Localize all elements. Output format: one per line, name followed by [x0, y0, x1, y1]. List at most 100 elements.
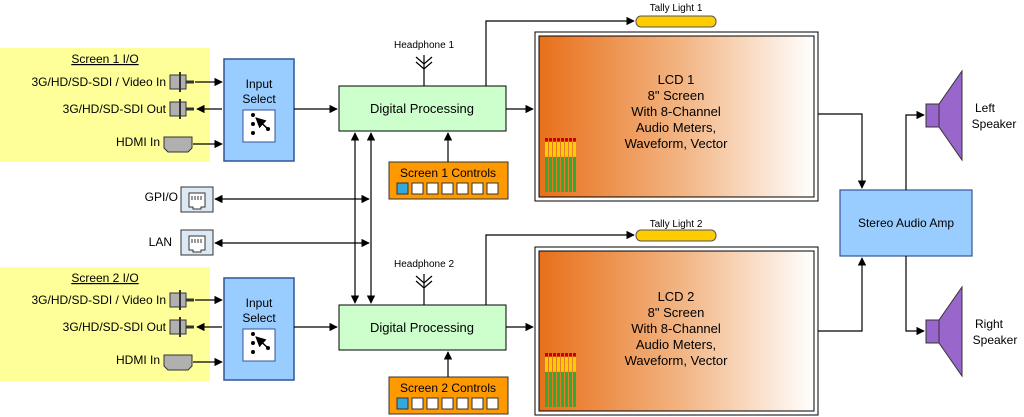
meter-segment: [573, 353, 576, 357]
screen2-sdi-out-connector-icon: [169, 317, 194, 337]
lcd2-line-4: Audio Meters,: [636, 337, 716, 352]
left-speaker-label-1: Left: [975, 101, 996, 115]
lcd2-line-1: LCD 2: [658, 289, 695, 304]
lan-label: LAN: [149, 235, 172, 249]
left-speaker-icon: [925, 69, 963, 162]
screen1-digital-processing-box: [338, 85, 507, 132]
screen1-hdmi-in-label: HDMI In: [116, 135, 160, 149]
screen2-digital-processing-box: [338, 304, 507, 351]
screen1-sdi-in-label: 3G/HD/SD-SDI / Video In: [32, 75, 167, 89]
meter-segment: [569, 371, 572, 407]
screen2-sdi-in-label: 3G/HD/SD-SDI / Video In: [32, 293, 167, 307]
screen1-digital-processing-label: Digital Processing: [370, 101, 474, 116]
meter-segment: [545, 156, 548, 192]
headphone-1-icon: [415, 55, 433, 86]
meter-segment: [549, 353, 552, 357]
screen2-sdi-out-label: 3G/HD/SD-SDI Out: [63, 320, 167, 334]
meter-segment: [553, 156, 556, 192]
meter-segment: [561, 356, 564, 372]
lcd2-line-2: 8" Screen: [648, 305, 705, 320]
lcd1-line-4: Audio Meters,: [636, 120, 716, 135]
meter-segment: [545, 138, 548, 142]
control-button: [441, 182, 454, 195]
meter-segment: [569, 156, 572, 192]
screen1-sdi-out-connector-icon: [169, 99, 194, 119]
control-button: [456, 182, 469, 195]
lcd1-screen: [538, 35, 815, 198]
screen2-digital-processing-label: Digital Processing: [370, 320, 474, 335]
meter-segment: [565, 353, 568, 357]
switch-icon: [251, 113, 270, 135]
control-button: [396, 397, 409, 410]
meter-segment: [553, 141, 556, 157]
screen2-hdmi-connector-icon: [163, 354, 193, 371]
meter-segment: [557, 141, 560, 157]
lcd1-line-5: Waveform, Vector: [625, 136, 728, 151]
screen1-tally-label: Tally Light 1: [650, 3, 703, 14]
tally-light-1: [635, 15, 717, 28]
meter-segment: [553, 371, 556, 407]
meter-segment: [557, 138, 560, 142]
meter-segment: [557, 371, 560, 407]
control-button: [471, 397, 484, 410]
lcd1-audio-meters: [545, 138, 576, 192]
meter-segment: [549, 356, 552, 372]
screen1-controls-panel: Screen 1 Controls: [388, 161, 509, 200]
control-button: [486, 397, 499, 410]
screen1-headphone-label: Headphone 1: [394, 40, 454, 51]
screen2-controls-panel: Screen 2 Controls: [388, 376, 509, 415]
right-speaker-label-2: Speaker: [973, 333, 1018, 347]
screen2-input-select: Input Select: [223, 277, 295, 381]
control-button: [396, 182, 409, 195]
meter-segment: [573, 371, 576, 407]
meter-segment: [545, 353, 548, 357]
lan-port-icon: [180, 229, 214, 256]
control-button: [426, 182, 439, 195]
meter-segment: [569, 138, 572, 142]
meter-segment: [565, 138, 568, 142]
meter-segment: [557, 353, 560, 357]
stereo-audio-amp-label: Stereo Audio Amp: [858, 216, 954, 230]
meter-segment: [569, 141, 572, 157]
switch-icon: [251, 332, 270, 354]
lcd2-screen: [538, 250, 815, 412]
right-speaker-icon: [925, 285, 963, 378]
lcd2-line-5: Waveform, Vector: [625, 353, 728, 368]
screen2-io-group: Screen 2 I/O 3G/HD/SD-SDI / Video In 3G/…: [0, 267, 210, 381]
screen2-io-title: Screen 2 I/O: [71, 271, 138, 285]
screen2-controls-label: Screen 2 Controls: [400, 381, 496, 395]
meter-segment: [549, 371, 552, 407]
screen1-input-select: Input Select: [223, 58, 295, 162]
meter-segment: [549, 141, 552, 157]
meter-segment: [565, 156, 568, 192]
meter-segment: [573, 356, 576, 372]
meter-segment: [545, 356, 548, 372]
screen2-sdi-in-connector-icon: [169, 290, 194, 310]
meter-segment: [557, 356, 560, 372]
meter-segment: [557, 156, 560, 192]
meter-segment: [549, 156, 552, 192]
meter-segment: [565, 356, 568, 372]
lcd1-line-2: 8" Screen: [648, 88, 705, 103]
control-button: [486, 182, 499, 195]
meter-segment: [553, 353, 556, 357]
meter-segment: [565, 141, 568, 157]
meter-segment: [569, 353, 572, 357]
lcd1-line-1: LCD 1: [658, 72, 695, 87]
control-button: [471, 182, 484, 195]
screen1-io-group: Screen 1 I/O 3G/HD/SD-SDI / Video In 3G/…: [0, 48, 210, 162]
left-speaker-label-2: Speaker: [972, 117, 1017, 131]
gpio-label: GPI/O: [145, 190, 178, 204]
screen2-input-select-label-1: Input: [246, 296, 273, 310]
gpio-port-icon: [180, 186, 214, 213]
control-button: [411, 182, 424, 195]
meter-segment: [573, 156, 576, 192]
screen2-tally-label: Tally Light 2: [650, 219, 703, 230]
meter-segment: [573, 138, 576, 142]
lcd2-line-3: With 8-Channel: [631, 321, 721, 336]
screen1-input-select-label-2: Select: [242, 92, 276, 106]
screen1-controls-label: Screen 1 Controls: [400, 166, 496, 180]
right-speaker-label-1: Right: [975, 317, 1004, 331]
screen1-io-title: Screen 1 I/O: [71, 52, 138, 66]
